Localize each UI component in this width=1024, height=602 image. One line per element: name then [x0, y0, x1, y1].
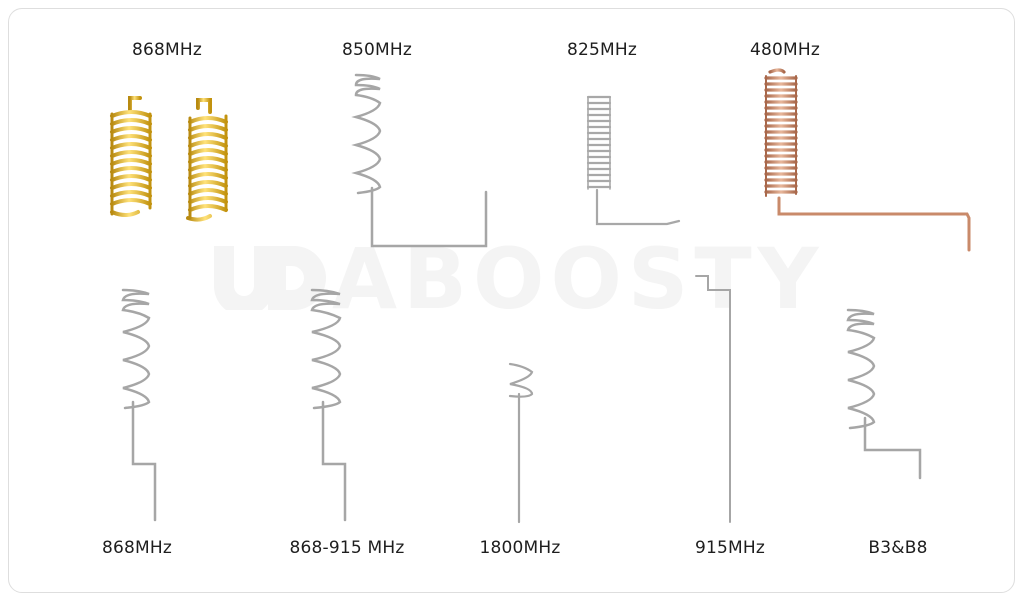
steel-coil-antenna-b3b8-icon: [846, 308, 922, 480]
brand-logo-icon: [214, 246, 326, 310]
steel-coil-antenna-868-915-icon: [310, 288, 347, 522]
antenna-label-480: 480MHz: [749, 40, 821, 60]
antenna-label-868-bottom: 868MHz: [101, 538, 173, 558]
gold-coil-antenna-left-icon: [110, 96, 152, 217]
antenna-label-868-top: 868MHz: [131, 40, 203, 60]
product-card: [8, 8, 1015, 593]
copper-coil-antenna-480-icon: [764, 68, 971, 252]
steel-coil-antenna-850-icon: [351, 73, 488, 248]
watermark: ABOOSTY: [212, 237, 852, 321]
watermark-text: ABOOSTY: [332, 230, 825, 328]
antenna-label-868-915: 868-915 MHz: [289, 538, 405, 558]
antenna-label-1800: 1800MHz: [479, 538, 561, 558]
steel-coil-antenna-868-icon: [121, 288, 157, 522]
antenna-label-b3b8: B3&B8: [868, 538, 928, 558]
steel-coil-antenna-1800-icon: [508, 362, 534, 524]
antenna-label-915: 915MHz: [694, 538, 766, 558]
antenna-label-850: 850MHz: [341, 40, 413, 60]
steel-coil-antenna-825-icon: [586, 95, 681, 226]
gold-coil-antenna-right-icon: [186, 98, 228, 222]
steel-wire-antenna-915-icon: [695, 275, 731, 523]
antenna-label-825: 825MHz: [566, 40, 638, 60]
